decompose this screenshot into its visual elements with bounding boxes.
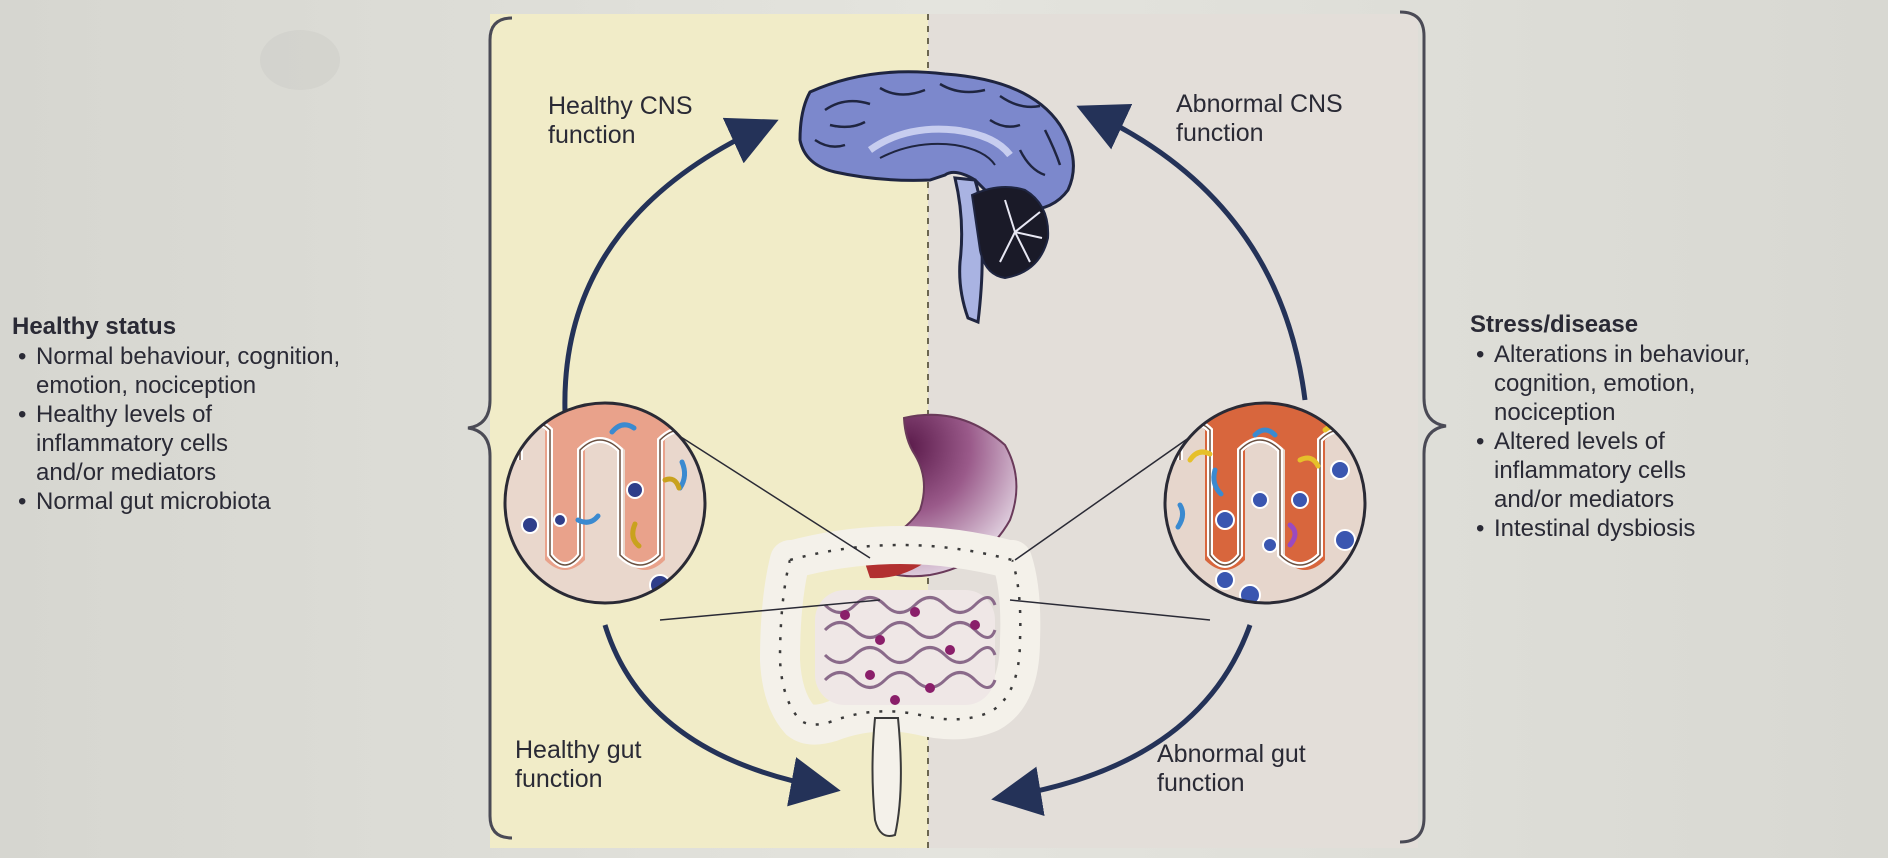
list-item-line: Altered levels of xyxy=(1494,427,1880,456)
list-item-line: inflammatory cells xyxy=(1494,456,1880,485)
list-item-line: and/or mediators xyxy=(36,458,482,487)
label-healthy-gut-line2: function xyxy=(515,765,641,794)
list-item-line: Healthy levels of xyxy=(36,400,482,429)
healthy-status-panel: Healthy status Normal behaviour, cogniti… xyxy=(12,312,482,516)
label-abnormal-gut: Abnormal gut function xyxy=(1157,740,1306,798)
abnormal-villi-icon xyxy=(1165,400,1365,605)
list-item-line: and/or mediators xyxy=(1494,485,1880,514)
list-item-line: Normal gut microbiota xyxy=(36,487,482,516)
list-item: Normal gut microbiota xyxy=(12,487,482,516)
list-item-line: Alterations in behaviour, xyxy=(1494,340,1880,369)
list-item: Intestinal dysbiosis xyxy=(1470,514,1880,543)
label-healthy-cns-line1: Healthy CNS xyxy=(548,92,693,121)
label-abnormal-cns-line2: function xyxy=(1176,119,1343,148)
list-item-line: nociception xyxy=(1494,398,1880,427)
healthy-status-list: Normal behaviour, cognition, emotion, no… xyxy=(12,342,482,516)
list-item: Normal behaviour, cognition, emotion, no… xyxy=(12,342,482,400)
stress-disease-title: Stress/disease xyxy=(1470,310,1880,340)
list-item-line: Intestinal dysbiosis xyxy=(1494,514,1880,543)
label-abnormal-cns-line1: Abnormal CNS xyxy=(1176,90,1343,119)
healthy-villi-icon xyxy=(505,400,705,603)
label-healthy-gut-line1: Healthy gut xyxy=(515,736,641,765)
list-item-line: Normal behaviour, cognition, xyxy=(36,342,482,371)
stress-disease-list: Alterations in behaviour, cognition, emo… xyxy=(1470,340,1880,543)
list-item: Alterations in behaviour, cognition, emo… xyxy=(1470,340,1880,427)
list-item-line: inflammatory cells xyxy=(36,429,482,458)
list-item: Altered levels of inflammatory cells and… xyxy=(1470,427,1880,514)
label-healthy-gut: Healthy gut function xyxy=(515,736,641,794)
label-healthy-cns: Healthy CNS function xyxy=(548,92,693,150)
label-healthy-cns-line2: function xyxy=(548,121,693,150)
healthy-status-title: Healthy status xyxy=(12,312,482,342)
label-abnormal-gut-line2: function xyxy=(1157,769,1306,798)
label-abnormal-cns: Abnormal CNS function xyxy=(1176,90,1343,148)
list-item-line: emotion, nociception xyxy=(36,371,482,400)
label-abnormal-gut-line1: Abnormal gut xyxy=(1157,740,1306,769)
list-item: Healthy levels of inflammatory cells and… xyxy=(12,400,482,487)
stress-disease-panel: Stress/disease Alterations in behaviour,… xyxy=(1470,310,1880,543)
list-item-line: cognition, emotion, xyxy=(1494,369,1880,398)
